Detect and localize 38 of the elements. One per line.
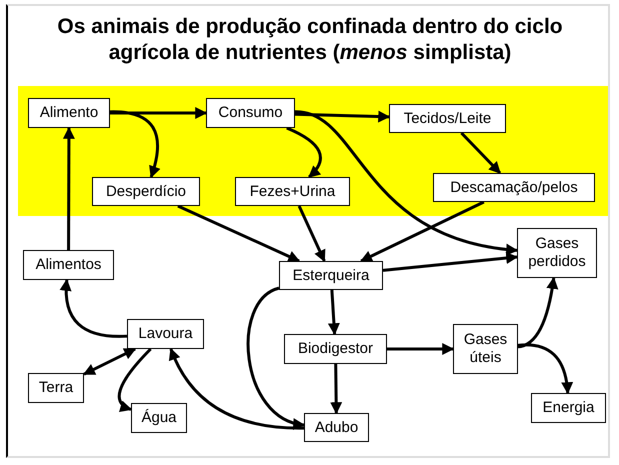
arrow <box>387 343 454 355</box>
process-box: Alimentos <box>23 250 114 280</box>
process-box: Descamação/pelos <box>433 173 595 202</box>
arrow <box>118 348 152 411</box>
arrow <box>518 343 573 394</box>
title: Os animais de produção confinada dentro do ciclo agrícola de nutrientes (menos simplista) <box>56 14 564 66</box>
process-box: Gases úteis <box>453 324 518 374</box>
process-box: Gases perdidos <box>517 228 597 278</box>
arrow <box>328 290 340 336</box>
arrow <box>360 200 484 262</box>
process-box: Água <box>131 403 187 433</box>
arrow <box>110 110 160 178</box>
process-box: Alimento <box>28 98 110 128</box>
process-box: Desperdício <box>92 177 200 206</box>
process-box: Esterqueira <box>279 261 383 290</box>
process-box: Tecidos/Leite <box>389 104 506 133</box>
process-box: Consumo <box>206 98 295 128</box>
arrow <box>82 348 136 376</box>
process-box: Adubo <box>304 413 369 442</box>
arrow <box>60 278 128 338</box>
arrow <box>246 286 306 428</box>
process-box: Energia <box>531 393 606 423</box>
arrow <box>110 107 208 119</box>
arrow <box>286 126 322 178</box>
arrow <box>330 364 342 414</box>
arrow <box>518 276 558 348</box>
arrow <box>460 132 502 174</box>
process-box: Fezes+Urina <box>235 177 350 206</box>
arrow <box>62 126 75 250</box>
process-box: Lavoura <box>127 319 204 349</box>
arrow <box>298 205 326 262</box>
arrow <box>170 348 304 430</box>
process-box: Biodigestor <box>284 334 387 364</box>
arrow <box>294 110 390 123</box>
arrow <box>382 252 518 272</box>
process-box: Terra <box>28 373 84 403</box>
arrow <box>294 110 518 255</box>
arrow <box>177 204 300 262</box>
